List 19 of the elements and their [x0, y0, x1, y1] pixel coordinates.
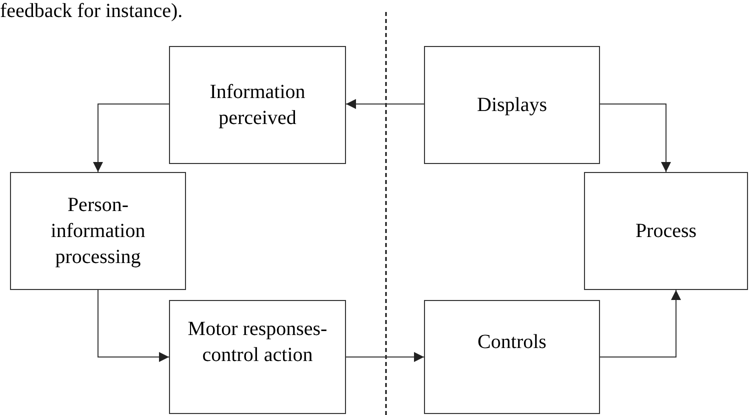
box-label: Process	[635, 219, 697, 244]
arrow	[600, 290, 681, 358]
process-box	[584, 172, 748, 290]
process-box	[169, 46, 346, 164]
process-box	[10, 172, 186, 290]
box-label: Person-information processing	[50, 193, 146, 270]
box-label: Information perceived	[208, 80, 306, 131]
process-box	[424, 300, 600, 414]
arrow	[93, 104, 170, 172]
box-label: Motor responses-control action	[186, 317, 328, 368]
note-text: feedback for instance).	[0, 0, 183, 22]
box-label: Displays	[477, 93, 547, 118]
arrow	[346, 352, 424, 362]
box-label: Controls	[478, 330, 546, 355]
process-box	[424, 46, 600, 164]
arrow	[346, 99, 424, 109]
process-box	[169, 300, 346, 414]
arrow	[98, 290, 170, 362]
arrow	[600, 104, 671, 172]
